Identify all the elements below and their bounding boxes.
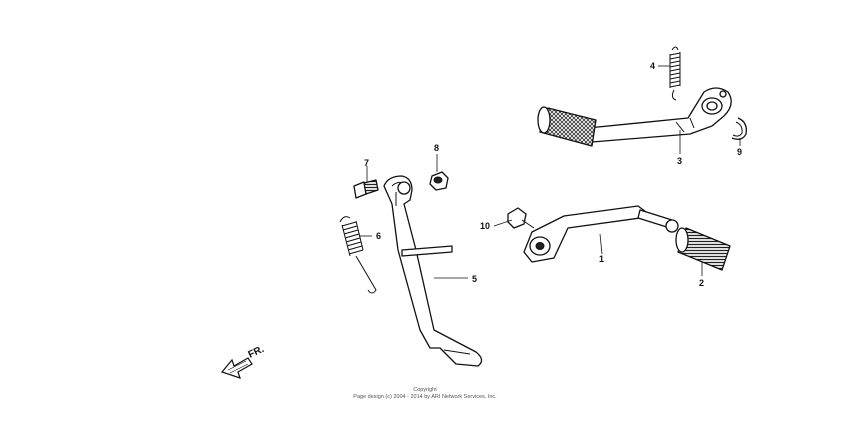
callout-7: 7 <box>364 158 369 168</box>
return-spring-part-4 <box>669 46 681 101</box>
callout-8: 8 <box>434 143 439 153</box>
snap-ring-part-9 <box>731 117 747 140</box>
nut-part-8 <box>429 171 449 191</box>
front-direction-arrow-icon <box>220 357 253 379</box>
bolt-part-10 <box>507 207 535 229</box>
spring-part-6 <box>339 216 377 294</box>
copyright-line-2: Page design (c) 2004 - 2014 by ARI Netwo… <box>353 394 497 400</box>
callout-1: 1 <box>599 254 604 264</box>
front-direction-label: FR. <box>247 344 266 361</box>
brake-pedal-part-3 <box>537 87 732 147</box>
copyright-notice: Copyright Page design (c) 2004 - 2014 by… <box>0 387 850 401</box>
callout-2: 2 <box>699 278 704 288</box>
bolt-part-7 <box>353 179 379 199</box>
callout-9: 9 <box>737 147 742 157</box>
copyright-line-1: Copyright <box>413 387 437 393</box>
callout-4: 4 <box>650 61 655 71</box>
callout-5: 5 <box>472 274 477 284</box>
gearshift-pedal-part-1 <box>523 205 679 263</box>
callout-3: 3 <box>677 156 682 166</box>
pedal-rubber-part-2 <box>675 227 731 271</box>
side-stand-part-5 <box>383 175 483 367</box>
callout-6: 6 <box>376 231 381 241</box>
callout-10: 10 <box>480 221 490 231</box>
